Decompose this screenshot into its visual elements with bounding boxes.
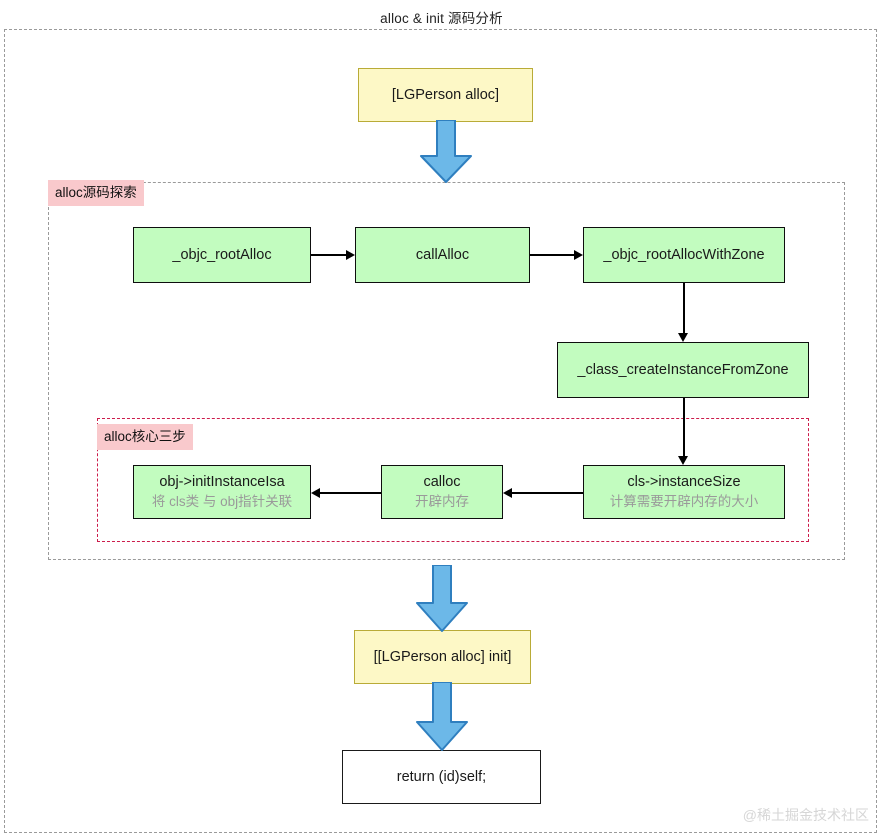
arrowhead-createinst-to-instsize bbox=[678, 456, 688, 465]
connector-callalloc-to-rootallocwz bbox=[530, 254, 574, 256]
blue-arrow-init-to-return bbox=[412, 682, 472, 752]
node-class-create-instance-from-zone-label: _class_createInstanceFromZone bbox=[577, 361, 789, 378]
node-objc-root-alloc-with-zone[interactable]: _objc_rootAllocWithZone bbox=[583, 227, 785, 283]
node-call-alloc[interactable]: callAlloc bbox=[355, 227, 530, 283]
arrowhead-calloc-to-initisa bbox=[311, 487, 320, 498]
connector-createinst-to-instsize bbox=[683, 398, 685, 456]
blue-arrow-alloc-to-explore bbox=[416, 120, 476, 184]
arrowhead-instsize-to-calloc bbox=[503, 487, 512, 498]
node-instance-size-label: cls->instanceSize bbox=[627, 474, 741, 490]
arrowhead-callalloc-to-rootallocwz bbox=[574, 249, 583, 260]
connector-rootalloc-to-callalloc bbox=[311, 254, 346, 256]
node-calloc-label: calloc bbox=[423, 474, 461, 490]
page-title: alloc & init 源码分析 bbox=[380, 11, 503, 26]
section-label-alloc-explore: alloc源码探索 bbox=[48, 180, 144, 206]
node-entry-alloc-label: [LGPerson alloc] bbox=[391, 86, 500, 103]
node-init-instance-isa-sublabel: 将 cls类 与 obj指针关联 bbox=[151, 494, 293, 510]
outer-dashed-container bbox=[4, 29, 877, 833]
node-return-self-label: return (id)self; bbox=[396, 768, 487, 785]
node-objc-root-alloc[interactable]: _objc_rootAlloc bbox=[133, 227, 311, 283]
node-return-self[interactable]: return (id)self; bbox=[342, 750, 541, 804]
node-instance-size[interactable]: cls->instanceSize 计算需要开辟内存的大小 bbox=[583, 465, 785, 519]
node-init-call-label: [[LGPerson alloc] init] bbox=[373, 648, 512, 665]
watermark: @稀土掘金技术社区 bbox=[742, 807, 869, 823]
node-calloc[interactable]: calloc 开辟内存 bbox=[381, 465, 503, 519]
node-calloc-sublabel: 开辟内存 bbox=[415, 494, 469, 510]
node-objc-root-alloc-label: _objc_rootAlloc bbox=[172, 246, 272, 263]
arrowhead-rootalloc-to-callalloc bbox=[346, 249, 355, 260]
node-init-instance-isa-label: obj->initInstanceIsa bbox=[159, 474, 285, 490]
connector-instsize-to-calloc bbox=[512, 492, 583, 494]
node-entry-alloc[interactable]: [LGPerson alloc] bbox=[358, 68, 533, 122]
alloc-core-steps-container bbox=[97, 418, 809, 542]
node-objc-root-alloc-with-zone-label: _objc_rootAllocWithZone bbox=[603, 246, 765, 263]
node-instance-size-sublabel: 计算需要开辟内存的大小 bbox=[609, 494, 759, 510]
node-call-alloc-label: callAlloc bbox=[415, 246, 470, 263]
arrowhead-rootallocwz-to-createinst bbox=[678, 333, 688, 342]
node-init-call[interactable]: [[LGPerson alloc] init] bbox=[354, 630, 531, 684]
connector-calloc-to-initisa bbox=[320, 492, 381, 494]
node-class-create-instance-from-zone[interactable]: _class_createInstanceFromZone bbox=[557, 342, 809, 398]
blue-arrow-core-to-init bbox=[412, 565, 472, 633]
section-label-core-steps: alloc核心三步 bbox=[97, 424, 193, 450]
node-init-instance-isa[interactable]: obj->initInstanceIsa 将 cls类 与 obj指针关联 bbox=[133, 465, 311, 519]
connector-rootallocwz-to-createinst bbox=[683, 283, 685, 333]
